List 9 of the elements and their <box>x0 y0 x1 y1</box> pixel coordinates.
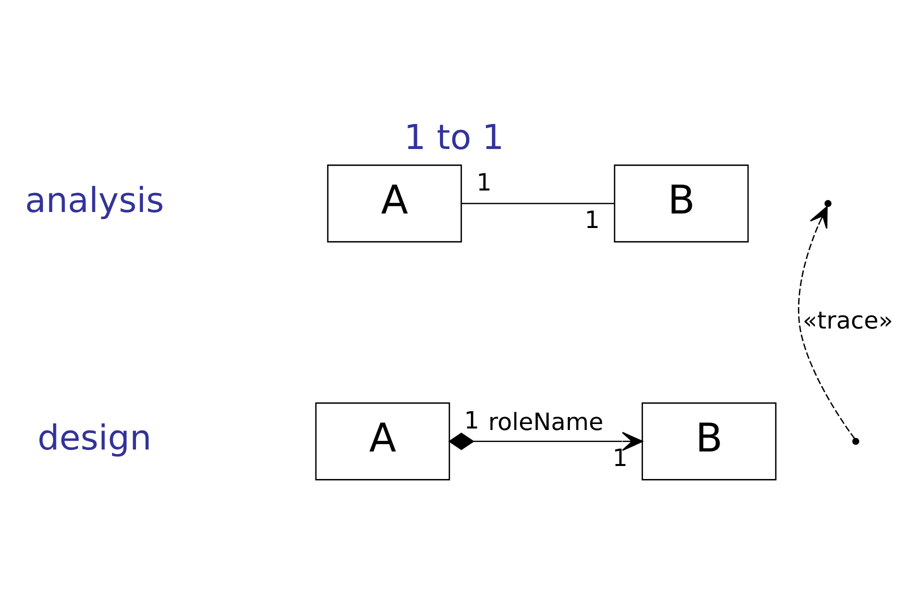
label: analysis <box>24 180 164 221</box>
label: design <box>38 418 152 459</box>
label: 1 <box>464 406 480 435</box>
edge-label: «trace» <box>802 306 894 334</box>
label: 1 <box>584 206 600 234</box>
diagram-title: 1 to 1 <box>404 118 504 158</box>
label: roleName <box>488 408 604 436</box>
label: 1 <box>612 444 628 472</box>
label: 1 <box>476 168 492 197</box>
